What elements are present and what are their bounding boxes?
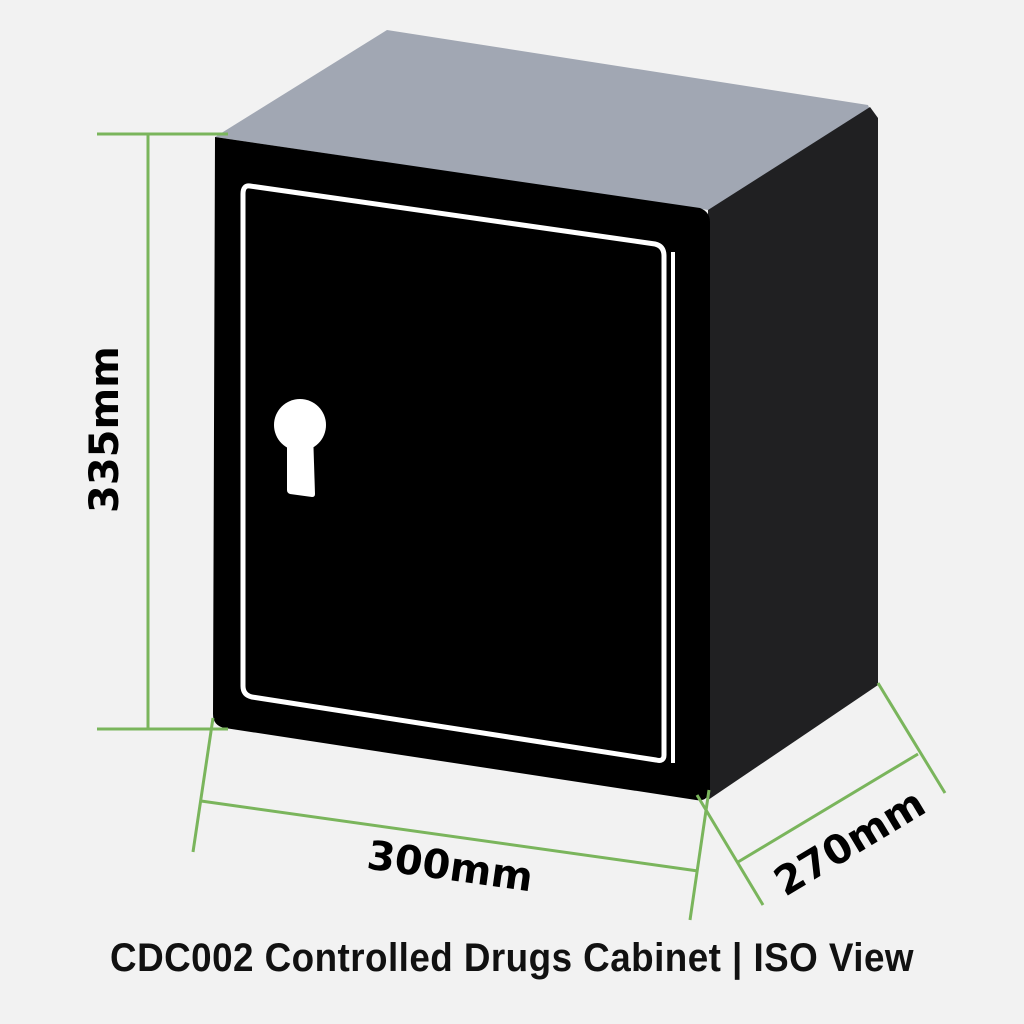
height-dimension-line xyxy=(97,132,228,731)
height-dimension-label: 335mm xyxy=(82,346,128,513)
keyhole-icon xyxy=(274,399,326,497)
figure-caption: CDC002 Controlled Drugs Cabinet | ISO Vi… xyxy=(110,936,914,980)
cabinet-top-face xyxy=(215,30,875,210)
cabinet-door-outline xyxy=(240,183,667,763)
cabinet-side-face xyxy=(708,107,878,800)
cabinet-front-face xyxy=(213,137,710,801)
depth-dimension-line xyxy=(695,682,947,906)
